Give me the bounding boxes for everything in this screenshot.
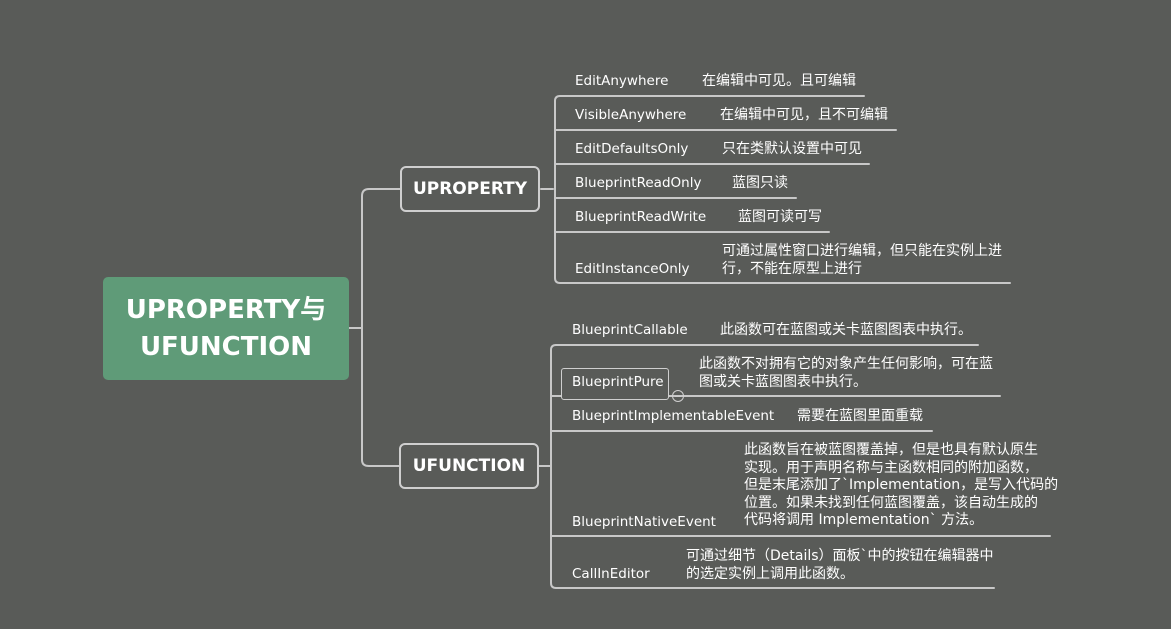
desc-line: 图或关卡蓝图图表中执行。 <box>699 373 867 390</box>
desc-line: 蓝图只读 <box>732 175 788 191</box>
root-node[interactable]: UPROPERTY与 UFUNCTION <box>103 277 349 380</box>
root-title-line1: UPROPERTY与 <box>125 294 327 325</box>
leaf-blueprintpure[interactable]: BlueprintPure <box>572 374 664 390</box>
desc-line: 实现。用于声明名称与主函数相同的附加函数， <box>744 459 1038 476</box>
link-root-ufunction <box>361 327 401 467</box>
trunk-uproperty-top <box>554 95 561 102</box>
desc-line: 在编辑中可见，且不可编辑 <box>720 107 888 123</box>
trunk-uproperty <box>540 100 561 284</box>
desc-line: 行，不能在原型上进行 <box>722 260 862 277</box>
leaf-callineditor[interactable]: CallInEditor <box>572 566 650 582</box>
desc-blueprintimplementableevent: 需要在蓝图里面重载 <box>797 408 923 426</box>
desc-line: 只在类默认设置中可见 <box>722 141 862 157</box>
desc-blueprintreadwrite: 蓝图可读可写 <box>738 209 822 227</box>
leaf-blueprintcallable[interactable]: BlueprintCallable <box>572 322 688 338</box>
desc-line: 此函数可在蓝图或关卡蓝图图表中执行。 <box>720 322 972 338</box>
desc-line: 位置。如果未找到任何蓝图覆盖，该自动生成的 <box>744 494 1038 511</box>
desc-blueprintnativeevent: 此函数旨在被蓝图覆盖掉，但是也具有默认原生 实现。用于声明名称与主函数相同的附加… <box>744 442 1058 530</box>
desc-blueprintpure: 此函数不对拥有它的对象产生任何影响，可在蓝 图或关卡蓝图图表中执行。 <box>699 356 993 391</box>
collapse-toggle-icon[interactable] <box>672 390 684 402</box>
ufunction-label: UFUNCTION <box>412 456 526 476</box>
leaf-visibleanywhere[interactable]: VisibleAnywhere <box>575 107 687 123</box>
leaf-editanywhere[interactable]: EditAnywhere <box>575 73 669 89</box>
link-root-uproperty <box>348 188 401 329</box>
desc-line: 蓝图可读可写 <box>738 209 822 225</box>
desc-line: 的选定实例上调用此函数。 <box>686 565 854 582</box>
desc-line: 在编辑中可见。且可编辑 <box>702 73 856 89</box>
uproperty-label: UPROPERTY <box>412 179 528 199</box>
leaf-editdefaultsonly[interactable]: EditDefaultsOnly <box>575 141 689 157</box>
desc-callineditor: 可通过细节（Details）面板`中的按钮在编辑器中 的选定实例上调用此函数。 <box>686 548 994 583</box>
desc-editdefaultsonly: 只在类默认设置中可见 <box>722 141 862 159</box>
leaf-blueprintimplementableevent[interactable]: BlueprintImplementableEvent <box>572 408 775 424</box>
blueprintpure-selection-box[interactable] <box>561 368 669 400</box>
leaf-editinstanceonly[interactable]: EditInstanceOnly <box>575 261 690 277</box>
desc-line: 代码将调用 Implementation` 方法。 <box>744 512 984 528</box>
leaf-blueprintnativeevent[interactable]: BlueprintNativeEvent <box>572 514 716 530</box>
desc-line: 需要在蓝图里面重载 <box>797 408 923 424</box>
root-title-line2: UFUNCTION <box>139 331 313 362</box>
leaf-blueprintreadonly[interactable]: BlueprintReadOnly <box>575 175 702 191</box>
desc-blueprintcallable: 此函数可在蓝图或关卡蓝图图表中执行。 <box>720 322 972 340</box>
desc-line: 但是末尾添加了`Implementation，是写入代码的 <box>744 477 1059 493</box>
trunk-ufunction <box>538 344 557 589</box>
uproperty-node[interactable]: UPROPERTY <box>400 166 540 212</box>
desc-line: 可通过属性窗口进行编辑，但只能在实例上进 <box>722 243 1002 259</box>
desc-editinstanceonly: 可通过属性窗口进行编辑，但只能在实例上进 行，不能在原型上进行 <box>722 243 1002 278</box>
desc-line: 此函数旨在被蓝图覆盖掉，但是也具有默认原生 <box>744 442 1038 458</box>
desc-blueprintreadonly: 蓝图只读 <box>732 175 788 193</box>
desc-visibleanywhere: 在编辑中可见，且不可编辑 <box>720 107 888 125</box>
desc-line: 可通过细节（Details）面板`中的按钮在编辑器中 <box>686 548 994 564</box>
desc-editanywhere: 在编辑中可见。且可编辑 <box>702 73 856 91</box>
leaf-blueprintreadwrite[interactable]: BlueprintReadWrite <box>575 209 707 225</box>
desc-line: 此函数不对拥有它的对象产生任何影响，可在蓝 <box>699 356 993 372</box>
ufunction-node[interactable]: UFUNCTION <box>399 443 539 489</box>
